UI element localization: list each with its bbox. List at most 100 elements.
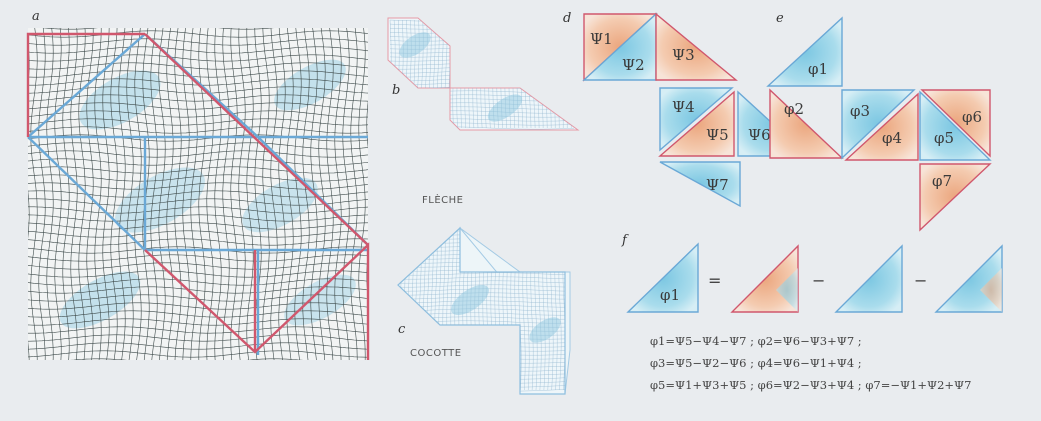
mesh-line bbox=[28, 198, 368, 206]
mesh-line bbox=[28, 38, 368, 46]
phi-label-6: φ6 bbox=[962, 108, 982, 126]
psi-label-1: Ψ1 bbox=[590, 30, 613, 48]
mesh-line bbox=[28, 342, 368, 350]
panel-b-fleche: b FLÈCHE bbox=[387, 17, 580, 206]
mesh-line bbox=[28, 166, 368, 174]
mesh-line bbox=[86, 28, 94, 360]
mesh-line bbox=[418, 229, 422, 391]
mesh-line bbox=[399, 228, 565, 232]
mesh-line bbox=[270, 28, 278, 360]
mesh-line bbox=[560, 19, 564, 128]
phi-label-4: φ4 bbox=[882, 129, 902, 147]
operator-minus-2: − bbox=[914, 271, 927, 290]
cut-line bbox=[27, 33, 146, 138]
mesh-line bbox=[30, 28, 38, 360]
mesh-blob bbox=[451, 284, 489, 316]
psi-label-3: Ψ3 bbox=[672, 46, 695, 64]
mesh-line bbox=[568, 19, 572, 128]
psi-triangle-5 bbox=[658, 90, 735, 157]
component-triangle-2 bbox=[834, 244, 903, 313]
mesh-line bbox=[28, 142, 368, 150]
phi-triangle-4 bbox=[844, 92, 919, 161]
panel-f-decomposition: f φ1 = − − φ1=Ψ5−Ψ4−Ψ7 ; φ2=Ψ6−Ψ3+Ψ7 ; φ… bbox=[621, 233, 1003, 392]
mesh-line bbox=[318, 28, 326, 360]
mesh-blob bbox=[399, 32, 431, 58]
mesh-blob bbox=[115, 167, 205, 233]
cut-line bbox=[26, 32, 145, 137]
mesh-line bbox=[326, 28, 334, 360]
panel-e-phi: e φ1 φ2 φ3 φ4 φ5 φ6 φ7 bbox=[766, 11, 992, 232]
phi-triangle-1 bbox=[766, 16, 843, 87]
mesh-line bbox=[190, 28, 198, 360]
mesh-line bbox=[94, 28, 102, 360]
mesh-line bbox=[41, 28, 275, 30]
mesh-line bbox=[28, 318, 368, 326]
mesh-line bbox=[246, 28, 254, 360]
mesh-line bbox=[28, 230, 368, 238]
mesh-line bbox=[214, 28, 222, 360]
mesh-line bbox=[69, 358, 304, 360]
mesh-line bbox=[399, 300, 565, 304]
mesh-line bbox=[28, 326, 368, 334]
mesh-line bbox=[28, 46, 368, 54]
phi-label-3: φ3 bbox=[850, 102, 870, 120]
cocotte-outline bbox=[397, 226, 566, 395]
psi-label-6: Ψ6 bbox=[748, 126, 771, 144]
equation-line-1: φ1=Ψ5−Ψ4−Ψ7 ; φ2=Ψ6−Ψ3+Ψ7 ; bbox=[650, 334, 862, 348]
mesh-line bbox=[28, 102, 368, 110]
mesh-line bbox=[110, 28, 118, 360]
panel-a-cut-lines bbox=[26, 32, 370, 360]
mesh-line bbox=[572, 19, 576, 129]
fleche-shape bbox=[387, 17, 580, 131]
mesh-line bbox=[342, 28, 350, 360]
mesh-line bbox=[28, 222, 368, 230]
mesh-line bbox=[230, 28, 238, 360]
panel-label-d: d bbox=[563, 11, 571, 26]
mesh-line bbox=[286, 28, 294, 360]
phi-triangle-6 bbox=[920, 89, 991, 158]
mesh-blob bbox=[529, 317, 561, 343]
mesh-line bbox=[262, 28, 270, 360]
mesh-line bbox=[238, 28, 246, 360]
psi-label-7: Ψ7 bbox=[706, 176, 729, 194]
mesh-line bbox=[410, 229, 414, 391]
panel-label-e: e bbox=[776, 11, 784, 26]
psi-label-5: Ψ5 bbox=[706, 126, 729, 144]
mesh-blob bbox=[487, 94, 523, 122]
phi-triangle-5 bbox=[919, 90, 992, 161]
cut-line bbox=[27, 136, 368, 252]
mesh-line bbox=[182, 28, 190, 360]
mesh-line bbox=[28, 302, 368, 310]
mesh-line bbox=[28, 254, 368, 262]
mesh-line bbox=[62, 28, 70, 360]
phi-label-1: φ1 bbox=[808, 60, 828, 78]
mesh-line bbox=[28, 278, 368, 286]
mesh-line bbox=[54, 28, 62, 360]
mesh-line bbox=[28, 126, 368, 134]
psi-label-2: Ψ2 bbox=[622, 56, 645, 74]
mesh-line bbox=[28, 310, 368, 318]
mesh-line bbox=[174, 28, 182, 360]
mesh-line bbox=[28, 214, 368, 222]
mesh-line bbox=[28, 110, 368, 118]
mesh-line bbox=[28, 190, 368, 198]
phi1-main-label: φ1 bbox=[660, 286, 680, 304]
mesh-line bbox=[126, 28, 134, 360]
mesh-line bbox=[166, 28, 174, 360]
mesh-blob bbox=[242, 177, 318, 233]
equation-line-2: φ3=Ψ5−Ψ2−Ψ6 ; φ4=Ψ6−Ψ1+Ψ4 ; bbox=[650, 356, 862, 370]
mesh-line bbox=[198, 28, 206, 360]
mesh-line bbox=[28, 70, 368, 78]
mesh-line bbox=[399, 276, 565, 280]
mesh-line bbox=[158, 28, 166, 360]
mesh-line bbox=[38, 28, 46, 360]
panel-label-b: b bbox=[392, 83, 400, 98]
mesh-line bbox=[398, 229, 402, 391]
mesh-line bbox=[28, 238, 368, 246]
mesh-line bbox=[28, 350, 368, 358]
panel-a-mesh: a bbox=[26, 9, 370, 360]
mesh-line bbox=[222, 28, 230, 360]
mesh-line bbox=[400, 284, 565, 288]
mesh-line bbox=[556, 19, 560, 128]
mesh-line bbox=[358, 28, 366, 360]
